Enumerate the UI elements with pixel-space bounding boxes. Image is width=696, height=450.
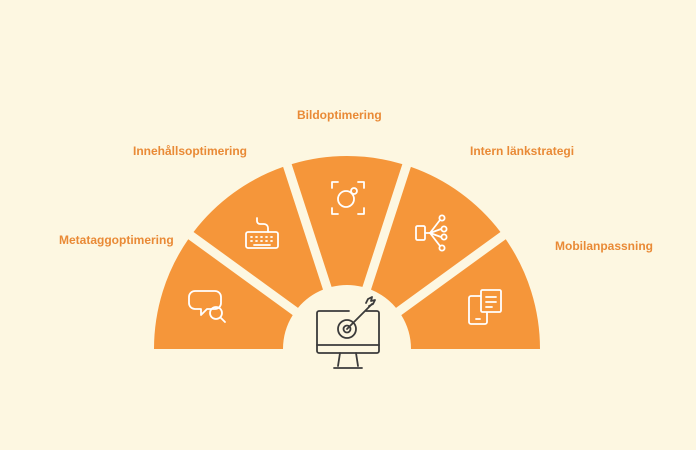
chat-bubble-search-icon — [188, 290, 226, 323]
monitor-target-arrow-icon — [316, 296, 380, 369]
network-links-icon — [415, 214, 448, 252]
label-intern-lankstrategi: Intern länkstrategi — [470, 144, 575, 158]
label-metataggoptimering: Metataggoptimering — [59, 233, 174, 247]
keyboard-icon — [245, 217, 279, 249]
mobile-document-icon — [468, 289, 502, 325]
segment-4 — [371, 166, 501, 308]
label-bildoptimering: Bildoptimering — [297, 108, 382, 122]
label-mobilanpassning: Mobilanpassning — [555, 239, 654, 253]
segment-3 — [291, 155, 403, 287]
segment-2 — [193, 166, 323, 308]
segment-5 — [401, 239, 540, 349]
image-focus-icon — [331, 181, 365, 215]
segment-1 — [154, 239, 293, 349]
label-innehallsoptimering: Innehållsoptimering — [133, 144, 248, 158]
